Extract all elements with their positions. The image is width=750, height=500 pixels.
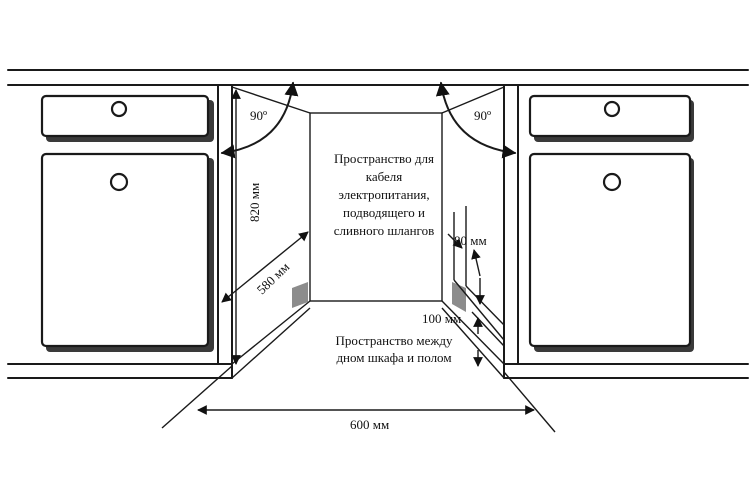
left-cabinet — [40, 84, 233, 379]
depth-dimension — [221, 231, 309, 303]
cable-space-line: кабеля — [366, 169, 403, 184]
floor-gap-label: 100 мм — [422, 311, 461, 326]
floor-space-label: Пространство между дном шкафа и полом — [336, 333, 453, 365]
right-drawer-knob — [603, 100, 621, 118]
width-label: 600 мм — [350, 417, 389, 432]
width-dimension — [161, 365, 556, 433]
plinth — [7, 363, 749, 379]
right-door — [528, 152, 692, 348]
left-door — [40, 152, 210, 348]
right-door-knob — [602, 172, 622, 192]
angle-right-label: 90º — [474, 108, 491, 123]
niche-back-wall — [309, 112, 443, 302]
floor-space-line: дном шкафа и полом — [336, 350, 451, 365]
floor-space-line: Пространство между — [336, 333, 453, 348]
countertop — [7, 69, 749, 86]
cable-space-line: Пространство для — [334, 151, 434, 166]
cable-space-line: сливного шлангов — [334, 223, 434, 238]
height-label: 820 мм — [247, 183, 262, 222]
left-door-knob — [109, 172, 129, 192]
hoses — [453, 206, 505, 347]
angle-right-arc — [435, 81, 517, 159]
angle-left-label: 90º — [250, 108, 267, 123]
right-cabinet — [503, 84, 694, 379]
hose-height-arrows — [447, 233, 485, 305]
left-drawer-knob — [110, 100, 128, 118]
hose-height-label: 80 мм — [454, 233, 487, 248]
depth-label: 580 мм — [254, 259, 293, 297]
cable-space-label: Пространство для кабеля электропитания, … — [334, 151, 434, 238]
cable-space-line: подводящего и — [343, 205, 425, 220]
left-drawer — [40, 94, 210, 138]
cable-space-line: электропитания, — [338, 187, 429, 202]
